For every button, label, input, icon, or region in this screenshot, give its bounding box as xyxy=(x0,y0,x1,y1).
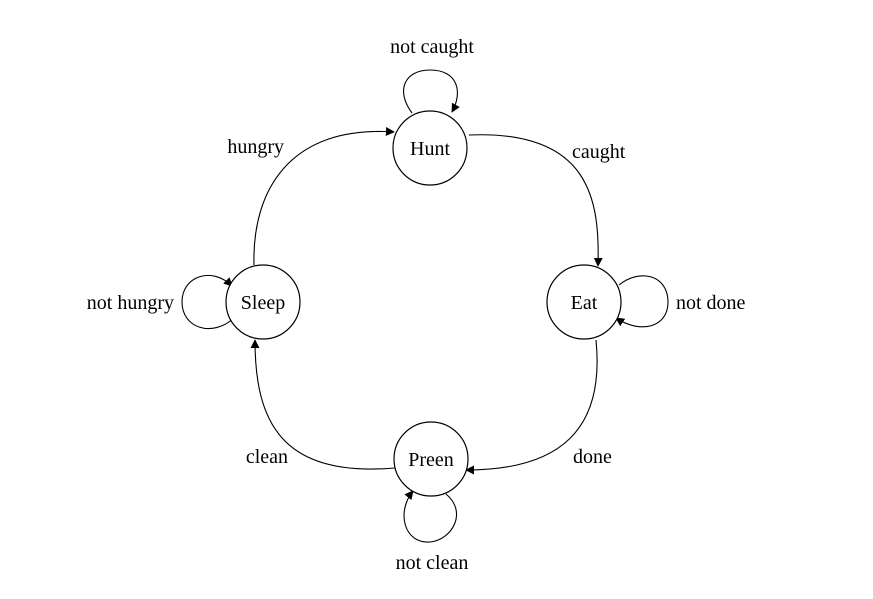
label-done: done xyxy=(573,446,612,468)
label-caught: caught xyxy=(572,141,626,163)
edge-sleep-to-hunt xyxy=(253,126,395,266)
edge-hunt-to-eat xyxy=(468,134,603,267)
state-eat-label: Eat xyxy=(571,292,598,314)
label-not-hungry: not hungry xyxy=(87,292,174,314)
label-not-clean: not clean xyxy=(396,552,469,574)
label-hungry: hungry xyxy=(227,136,284,158)
self-loop-sleep xyxy=(181,274,235,330)
label-not-done: not done xyxy=(676,292,746,314)
state-preen-label: Preen xyxy=(408,449,454,471)
label-clean: clean xyxy=(246,446,288,468)
self-loop-preen xyxy=(403,490,457,543)
edge-eat-to-preen xyxy=(465,339,598,475)
edge-preen-to-sleep xyxy=(250,339,396,470)
label-not-caught: not caught xyxy=(390,36,474,58)
state-hunt-label: Hunt xyxy=(410,138,450,160)
self-loop-eat xyxy=(615,275,669,328)
state-sleep-label: Sleep xyxy=(241,292,285,314)
state-preen: Preen xyxy=(393,421,469,497)
state-hunt: Hunt xyxy=(392,110,468,186)
self-loop-hunt xyxy=(403,69,460,114)
state-eat: Eat xyxy=(546,264,622,340)
state-sleep: Sleep xyxy=(225,264,301,340)
